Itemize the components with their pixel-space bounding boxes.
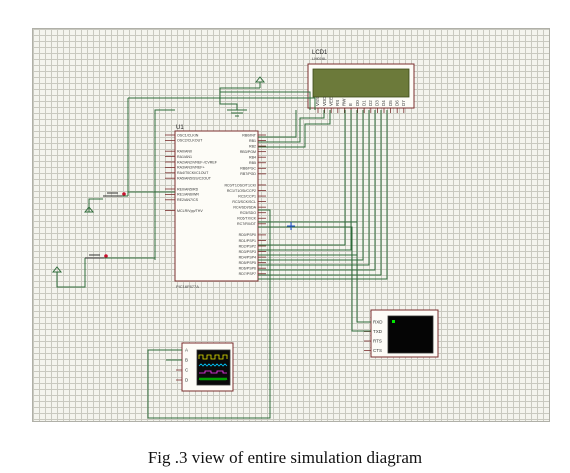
power-terminal-switch-2	[51, 266, 63, 273]
ground-symbol-top	[227, 109, 247, 117]
lcd-screen	[312, 68, 410, 98]
scope-trace-c	[199, 370, 227, 374]
mcu-right-pin-label: RC1/T1OSI/CCP2	[227, 189, 256, 193]
cursor-crosshair-icon	[287, 222, 295, 230]
mcu-right-pin-label: RD5/PSP5	[239, 261, 256, 265]
microcontroller[interactable]: U1 PIC16F877A OSC1/CLKIN OSC2/CLKOUT RA0/A…	[165, 125, 266, 289]
lcd-pin-label: D2	[368, 100, 373, 106]
mcu-right-pin-label: RC0/T1OSO/T1CKI	[224, 183, 256, 187]
mcu-right-pin-label: RC5/SDO	[240, 211, 256, 215]
mcu-left-pin-label: RA3/AN3/VREF+	[177, 166, 205, 170]
mcu-right-pin-label: RC3/SCK/SCL	[232, 200, 256, 204]
scope-trace-a	[198, 354, 228, 360]
lcd-pin-label: VDD	[322, 96, 327, 106]
mcu-left-pin-label: RE2/AN7/CS	[177, 198, 199, 202]
scope-channel-label: D	[185, 378, 189, 383]
push-button-2[interactable]	[85, 254, 108, 259]
terminal-pin-label: RXD	[373, 320, 383, 325]
mcu-right-pin-label: RB7/PGD	[240, 172, 256, 176]
mcu-right-pin-label: RD0/PSP0	[239, 233, 256, 237]
mcu-left-pin-label: OSC1/CLKIN	[177, 133, 199, 137]
lcd-part-label: LM016L	[312, 56, 327, 61]
scope-trace-b	[198, 363, 228, 367]
lcd-pin-label: E	[348, 103, 353, 106]
scope-channel-label: B	[185, 358, 188, 363]
scope-channel-label: C	[185, 368, 189, 373]
lcd-pin-label: VSS	[315, 97, 320, 106]
mcu-ref-label: U1	[176, 125, 184, 131]
mcu-left-pin-label: RA0/AN0	[177, 150, 192, 154]
lcd-pin-label: RW	[342, 98, 347, 106]
lcd-pin-label: D5	[388, 100, 393, 106]
mcu-right-pin-label: RC6/TX/CK	[237, 217, 256, 221]
mcu-right-pin-label: RB6/PGC	[240, 167, 256, 171]
terminal-pin-label: RTS	[373, 339, 382, 344]
terminal-pin-label: CTS	[373, 348, 382, 353]
scope-channel-label: A	[185, 348, 188, 353]
terminal-cursor	[392, 320, 395, 323]
lcd-pin-label: D4	[381, 100, 386, 106]
mcu-left-pin-label: RA1/AN1	[177, 155, 192, 159]
push-button-1[interactable]	[103, 192, 126, 197]
lcd-ref-label: LCD1	[312, 50, 328, 56]
mcu-left-pin-label: RA5/AN5/SS/C2OUT	[177, 177, 212, 181]
power-terminal-top	[254, 76, 266, 88]
figure-caption: Fig .3 view of entire simulation diagram	[147, 448, 423, 467]
mcu-part-label: PIC16F877A	[176, 284, 199, 289]
mcu-right-pin-label: RD3/PSP3	[239, 250, 256, 254]
lcd-pin-label: D1	[361, 100, 366, 106]
mcu-right-pin-label: RC2/CCP1	[238, 194, 256, 198]
mcu-right-pin-label: RC4/SDI/SDA	[233, 205, 256, 209]
mcu-left-pin-label: RA4/T0CKI/C1OUT	[177, 171, 209, 175]
lcd-pin-label: D6	[394, 100, 399, 106]
mcu-right-pin-label: RB1	[249, 139, 256, 143]
mcu-right-pin-label: RC7/RX/DT	[237, 222, 257, 226]
mcu-body	[174, 130, 259, 282]
lcd-pin-label: D0	[355, 100, 360, 106]
mcu-right-pin-label: RB5	[249, 161, 256, 165]
wire-network	[56, 87, 388, 419]
mcu-right-pin-label: RD4/PSP4	[239, 255, 256, 259]
terminal-pin-label: TXD	[373, 329, 383, 334]
mcu-right-pin-label: RD1/PSP1	[239, 239, 256, 243]
mcu-right-pin-label: RD6/PSP6	[239, 267, 256, 271]
mcu-right-pin-label: RD2/PSP2	[239, 244, 256, 248]
lcd-pin-label: D3	[375, 100, 380, 106]
mcu-right-pin-label: RD7/PSP7	[239, 272, 256, 276]
virtual-terminal[interactable]: RXD TXD RTS CTS	[364, 309, 439, 358]
mcu-left-pin-label: RA2/AN2/VREF-/CVREF	[177, 160, 218, 164]
mcu-left-pin-label: MCLR/Vpp/THV	[177, 209, 203, 213]
lcd-pin-label: VEE	[328, 97, 333, 106]
lcd-pin-label: D7	[401, 100, 406, 106]
mcu-right-pin-label: RB3/PGM	[240, 150, 256, 154]
mcu-left-pin-label: OSC2/CLKOUT	[177, 139, 203, 143]
mcu-left-pin-label: RE0/AN5/RD	[177, 187, 199, 191]
mcu-right-pin-label: RB4	[249, 156, 256, 160]
mcu-left-pin-group: OSC1/CLKIN OSC2/CLKOUT RA0/AN0RA1/AN1RA2/A…	[165, 133, 218, 213]
mcu-left-pin-label: RE1/AN6/WR	[177, 193, 199, 197]
scope-trace-d	[198, 377, 228, 381]
mcu-right-pin-label: RB0/INT	[242, 133, 257, 137]
mcu-right-pin-label: RB2	[249, 144, 256, 148]
lcd-pin-label: RS	[335, 100, 340, 106]
terminal-screen	[387, 315, 434, 354]
